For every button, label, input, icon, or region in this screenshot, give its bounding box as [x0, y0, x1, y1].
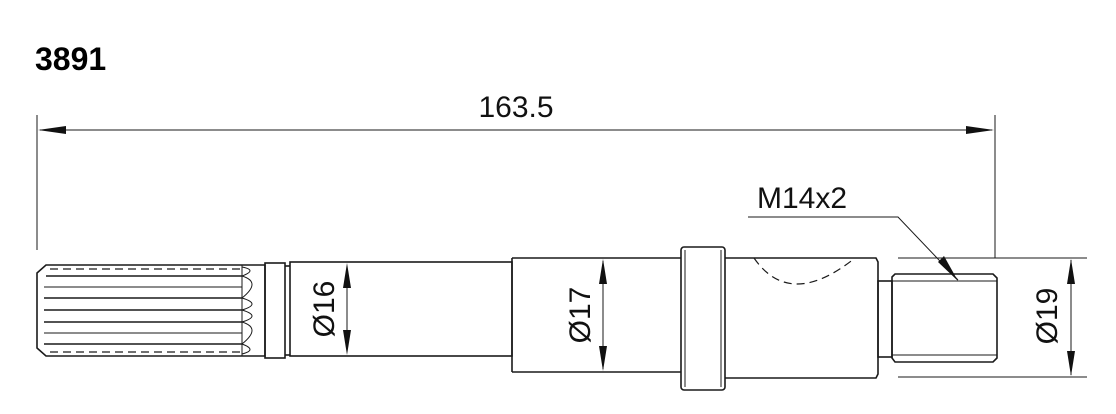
- spline-section: [36, 262, 290, 359]
- shaft-d16: Ø16: [289, 261, 513, 357]
- d19-dimension: Ø19: [898, 257, 1087, 378]
- threaded-end: [877, 273, 998, 363]
- thread-callout: M14x2: [748, 182, 959, 281]
- thread-label: M14x2: [757, 182, 847, 215]
- part-number: 3891: [35, 41, 106, 77]
- d19-label: Ø19: [1031, 288, 1064, 345]
- overall-length-label: 163.5: [478, 91, 553, 124]
- d16-label: Ø16: [308, 281, 341, 338]
- shaft-d17: Ø17: [511, 257, 681, 373]
- overall-length-dimension: 163.5: [36, 91, 996, 258]
- flange-and-body: [680, 246, 879, 391]
- d17-label: Ø17: [564, 287, 597, 344]
